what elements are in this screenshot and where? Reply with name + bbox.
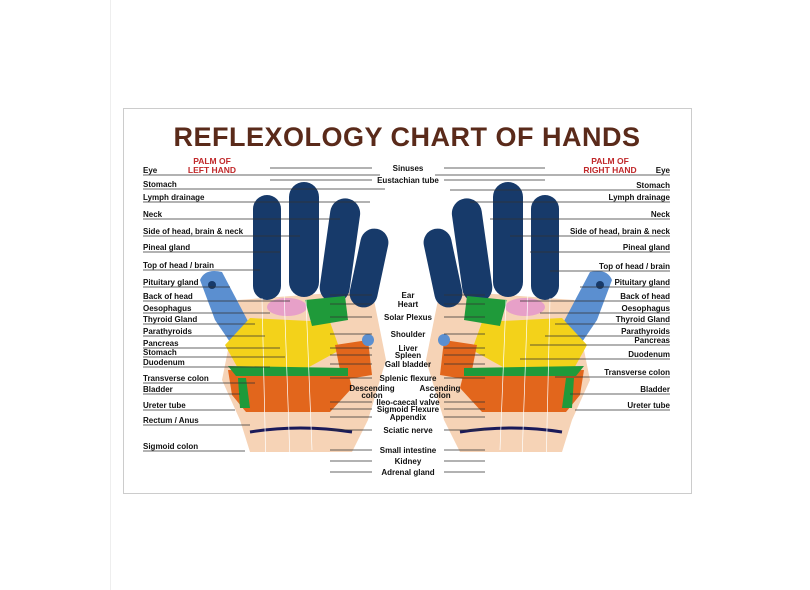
left-label: Duodenum	[143, 358, 185, 367]
left-label: Ureter tube	[143, 401, 186, 410]
right-label: Neck	[651, 210, 671, 219]
left-label: Oesophagus	[143, 304, 192, 313]
right-label: Duodenum	[628, 350, 670, 359]
right-label: Side of head, brain & neck	[570, 227, 671, 236]
right-label: Oesophagus	[622, 304, 671, 313]
left-label: Pancreas	[143, 339, 179, 348]
center-label: Heart	[398, 300, 419, 309]
right-label: Eye	[656, 166, 671, 175]
center-label: Splenic flexure	[380, 374, 437, 383]
right-label: Thyroid Gland	[616, 315, 670, 324]
ascending-colon-label-1: Ascending	[420, 384, 461, 393]
right-label: Ureter tube	[627, 401, 670, 410]
center-label: Small intestine	[380, 446, 437, 455]
left-heading-1: PALM OF	[193, 156, 231, 166]
right-hand-illustration	[419, 180, 614, 472]
right-label: Transverse colon	[604, 368, 670, 377]
left-label: Stomach	[143, 348, 177, 357]
center-label: Spleen	[395, 351, 421, 360]
right-label: Pancreas	[634, 336, 670, 345]
ascending-colon-label-2: colon	[429, 391, 450, 400]
center-label: Eustachian tube	[377, 176, 439, 185]
center-label: Sciatic nerve	[383, 426, 433, 435]
right-heading-1: PALM OF	[591, 156, 629, 166]
right-label: Lymph drainage	[609, 193, 671, 202]
left-label: Thyroid Gland	[143, 315, 197, 324]
left-label: Parathyroids	[143, 327, 192, 336]
left-label: Transverse colon	[143, 374, 209, 383]
center-label: Solar Plexus	[384, 313, 433, 322]
left-label: Pituitary gland	[143, 278, 199, 287]
right-label: Pineal gland	[623, 243, 670, 252]
left-label: Back of head	[143, 292, 193, 301]
center-label: Appendix	[390, 413, 427, 422]
chart-title: REFLEXOLOGY CHART OF HANDS	[173, 122, 640, 152]
left-label: Neck	[143, 210, 163, 219]
right-label: Stomach	[636, 181, 670, 190]
left-label: Stomach	[143, 180, 177, 189]
right-heading-2: RIGHT HAND	[583, 165, 636, 175]
descending-colon-label-2: colon	[361, 391, 382, 400]
left-label: Side of head, brain & neck	[143, 227, 244, 236]
center-label: Sinuses	[393, 164, 424, 173]
center-label: Ileo-caecal valve	[376, 398, 440, 407]
right-label: Back of head	[620, 292, 670, 301]
left-label: Pineal gland	[143, 243, 190, 252]
center-label: Liver	[398, 344, 417, 353]
left-label: Top of head / brain	[143, 261, 214, 270]
right-label: Top of head / brain	[599, 262, 670, 271]
left-hand-illustration	[198, 180, 393, 472]
page-divider	[110, 0, 111, 590]
left-heading-2: LEFT HAND	[188, 165, 236, 175]
center-label: Kidney	[395, 457, 422, 466]
left-label: Rectum / Anus	[143, 416, 199, 425]
center-label: Adrenal gland	[381, 468, 434, 477]
right-label: Parathyroids	[621, 327, 670, 336]
left-label: Eye	[143, 166, 158, 175]
right-label: Bladder	[640, 385, 670, 394]
center-label: Ear	[402, 291, 415, 300]
center-label: Sigmoid Flexure	[377, 405, 440, 414]
right-label: Pituitary gland	[614, 278, 670, 287]
descending-colon-label-1: Descending	[349, 384, 394, 393]
left-label: Lymph drainage	[143, 193, 205, 202]
center-label: Shoulder	[391, 330, 426, 339]
left-label: Sigmoid colon	[143, 442, 198, 451]
left-label: Bladder	[143, 385, 173, 394]
center-label: Gall bladder	[385, 360, 431, 369]
